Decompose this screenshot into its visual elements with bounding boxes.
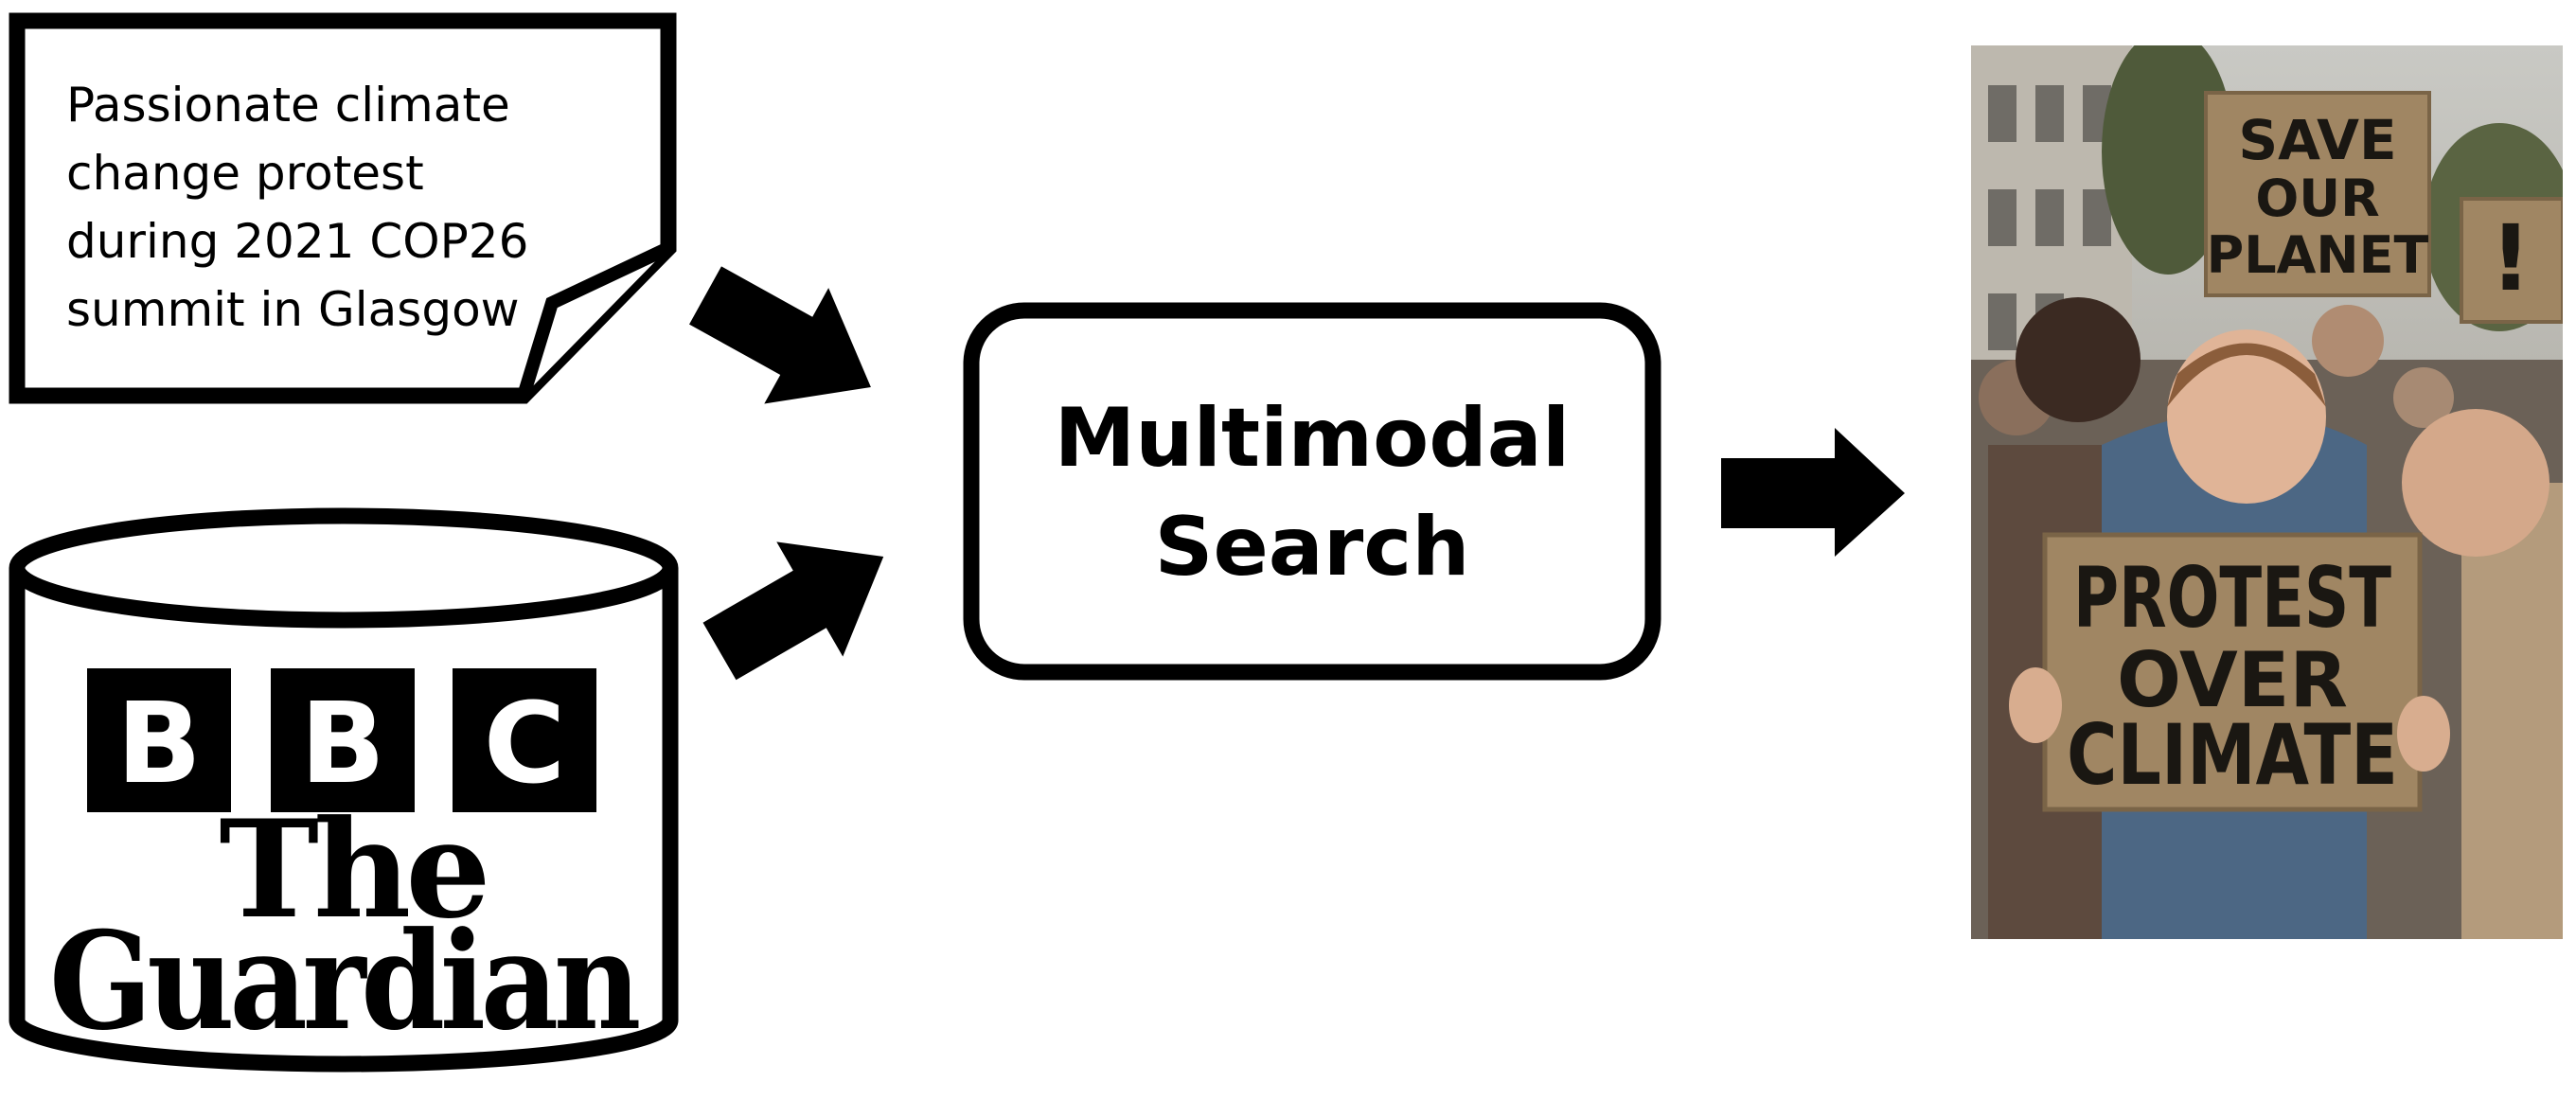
sign-main-line-1: PROTEST (2073, 549, 2391, 647)
bbc-letter-2: B (300, 678, 385, 808)
bbc-letter-1: B (116, 678, 202, 808)
query-line-4: summit in Glasgow (66, 282, 520, 337)
news-database: B B C The Guardian (9, 507, 679, 1073)
database-cylinder-top (9, 507, 679, 629)
sign-main-line-2: OVER (2117, 636, 2348, 724)
bbc-letter-3: C (484, 678, 566, 808)
query-document: Passionate climate change protest during… (9, 12, 677, 404)
folded-corner-icon (517, 241, 671, 399)
sign-side-mark: ! (2490, 205, 2532, 311)
query-line-1: Passionate climate (66, 78, 510, 133)
arrow-search-to-result (1721, 428, 1905, 557)
guardian-line-1: The (219, 791, 485, 949)
sign-top-line-3: PLANET (2207, 225, 2429, 285)
result-image: SAVE OUR PLANET ! PROTEST OVER CLIMATE (1971, 45, 2563, 939)
search-box-line-1: Multimodal (1055, 391, 1571, 486)
multimodal-search-box: Multimodal Search (963, 302, 1661, 681)
arrow-database-to-search (702, 541, 884, 681)
query-line-2: change protest (66, 146, 424, 201)
guardian-logo: The Guardian (49, 791, 644, 1060)
search-box-line-2: Search (1155, 500, 1470, 594)
sign-top-line-1: SAVE (2238, 108, 2396, 172)
guardian-line-2: Guardian (49, 903, 638, 1060)
bbc-logo: B B C (87, 668, 596, 812)
arrow-query-to-search (689, 266, 871, 404)
sign-main-line-3: CLIMATE (2067, 706, 2398, 804)
sign-top-line-2: OUR (2255, 169, 2379, 228)
query-line-3: during 2021 COP26 (66, 214, 528, 269)
search-box-outline (963, 302, 1661, 681)
